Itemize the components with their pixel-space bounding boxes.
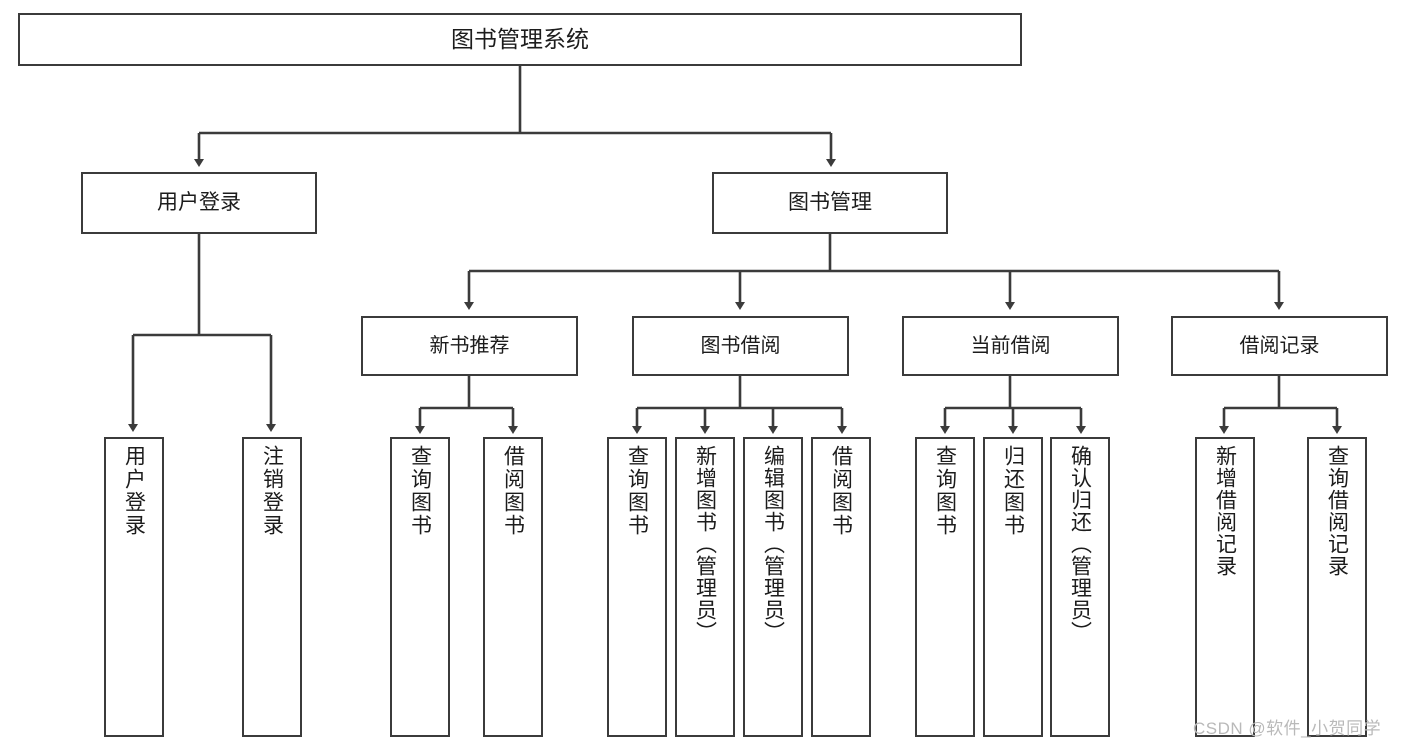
- node-current-borrow[interactable]: 当前借阅: [902, 316, 1119, 376]
- node-root[interactable]: 图书管理系统: [18, 13, 1022, 66]
- node-new-book-recommend[interactable]: 新书推荐: [361, 316, 578, 376]
- leaf-edit-book-label: 编辑图书（管理员）: [761, 445, 785, 643]
- leaf-borrow-book-rec-label: 借阅图书: [501, 445, 525, 537]
- csdn-watermark: CSDN @软件_小贺同学: [1193, 719, 1382, 738]
- node-current-borrow-label: 当前借阅: [970, 334, 1051, 357]
- leaf-query-record[interactable]: 查询借阅记录: [1307, 437, 1367, 737]
- leaf-add-record[interactable]: 新增借阅记录: [1195, 437, 1255, 737]
- leaf-query-book-rec[interactable]: 查询图书: [390, 437, 450, 737]
- leaf-query-book-cur[interactable]: 查询图书: [915, 437, 975, 737]
- node-user-login-label: 用户登录: [157, 190, 241, 214]
- leaf-borrow-book-label: 借阅图书: [829, 445, 853, 537]
- leaf-add-record-label: 新增借阅记录: [1213, 445, 1237, 577]
- node-borrow-record[interactable]: 借阅记录: [1171, 316, 1388, 376]
- leaf-query-record-label: 查询借阅记录: [1325, 445, 1349, 577]
- leaf-user-logout[interactable]: 注销登录: [242, 437, 302, 737]
- leaf-borrow-book[interactable]: 借阅图书: [811, 437, 871, 737]
- node-book-manage[interactable]: 图书管理: [712, 172, 948, 234]
- leaf-confirm-return-label: 确认归还（管理员）: [1068, 445, 1092, 643]
- leaf-query-book-borrow-label: 查询图书: [625, 445, 649, 537]
- node-book-borrow-label: 图书借阅: [700, 334, 781, 357]
- leaf-return-book[interactable]: 归还图书: [983, 437, 1043, 737]
- node-book-borrow[interactable]: 图书借阅: [632, 316, 849, 376]
- leaf-user-logout-label: 注销登录: [260, 445, 284, 537]
- leaf-user-login[interactable]: 用户登录: [104, 437, 164, 737]
- leaf-add-book[interactable]: 新增图书（管理员）: [675, 437, 735, 737]
- node-book-manage-label: 图书管理: [788, 190, 872, 214]
- node-borrow-record-label: 借阅记录: [1239, 334, 1320, 357]
- leaf-return-book-label: 归还图书: [1001, 445, 1025, 537]
- node-root-label: 图书管理系统: [451, 26, 589, 53]
- leaf-add-book-label: 新增图书（管理员）: [693, 445, 717, 643]
- leaf-confirm-return[interactable]: 确认归还（管理员）: [1050, 437, 1110, 737]
- leaf-query-book-cur-label: 查询图书: [933, 445, 957, 537]
- leaf-user-login-label: 用户登录: [122, 445, 146, 537]
- node-new-book-recommend-label: 新书推荐: [429, 334, 510, 357]
- node-user-login[interactable]: 用户登录: [81, 172, 317, 234]
- leaf-query-book-borrow[interactable]: 查询图书: [607, 437, 667, 737]
- leaf-edit-book[interactable]: 编辑图书（管理员）: [743, 437, 803, 737]
- leaf-borrow-book-rec[interactable]: 借阅图书: [483, 437, 543, 737]
- leaf-query-book-rec-label: 查询图书: [408, 445, 432, 537]
